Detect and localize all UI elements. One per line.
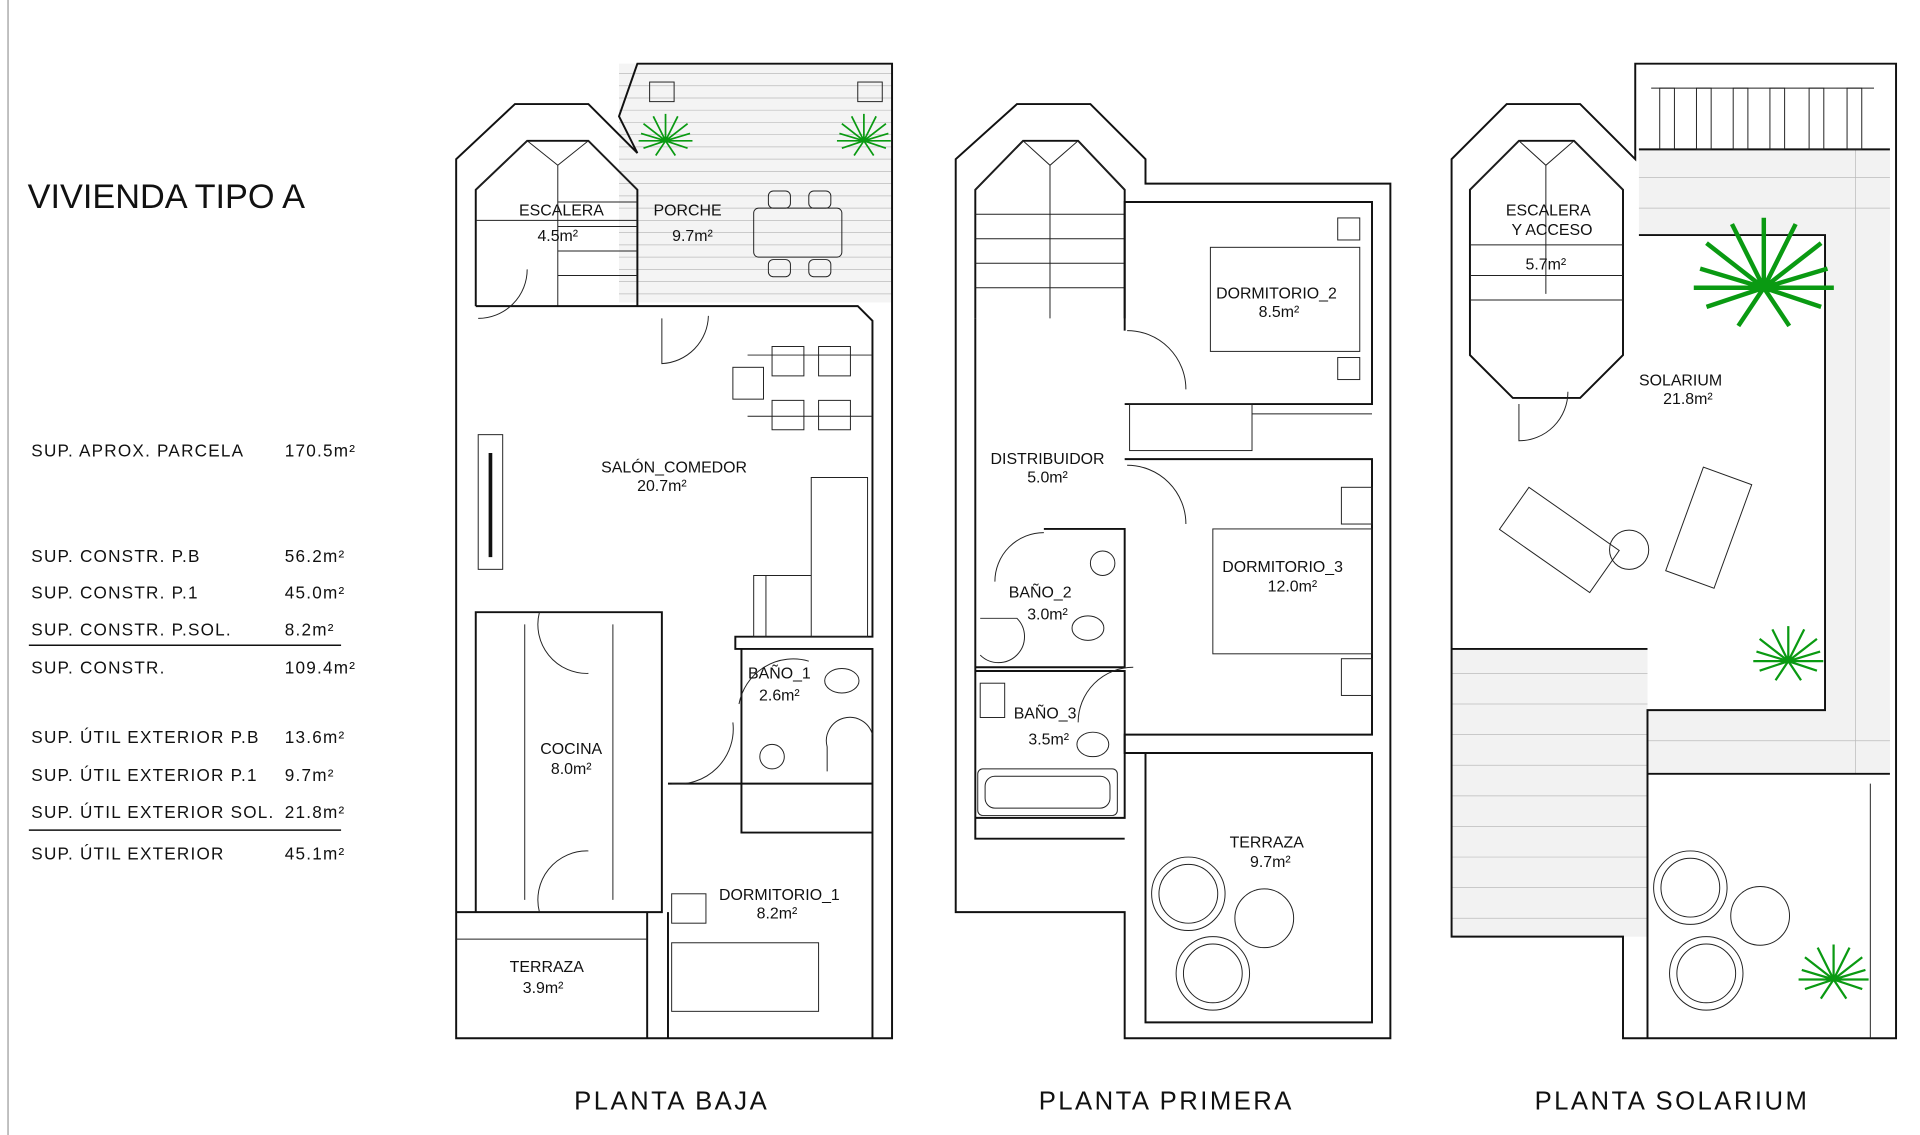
surface-value: 45.0m² — [285, 583, 346, 603]
room-label: BAÑO_2 — [1009, 582, 1072, 601]
room-area: 5.7m² — [1526, 256, 1567, 273]
room-area: 8.5m² — [1259, 304, 1300, 321]
room-area: 4.5m² — [537, 228, 578, 245]
surface-label: SUP. CONSTR. P.1 — [31, 583, 198, 603]
room-label: BAÑO_1 — [748, 663, 811, 682]
surface-label: SUP. CONSTR. P.B — [31, 546, 200, 566]
room-label: Y ACCESO — [1511, 222, 1592, 239]
page-title: VIVIENDA TIPO A — [28, 178, 306, 216]
room-area: 9.7m² — [1250, 854, 1291, 871]
plan-title: PLANTA BAJA — [574, 1087, 769, 1115]
surface-value: 109.4m² — [285, 657, 356, 677]
room-area: 2.6m² — [759, 687, 800, 704]
room-label: DISTRIBUIDOR — [991, 451, 1105, 468]
surface-value: 13.6m² — [285, 727, 346, 747]
surface-value: 45.1m² — [285, 844, 346, 864]
room-area: 9.7m² — [672, 228, 713, 245]
surface-value: 21.8m² — [285, 802, 346, 822]
room-area: 3.5m² — [1028, 731, 1069, 748]
surface-label: SUP. CONSTR. — [31, 657, 165, 677]
room-label: BAÑO_3 — [1014, 704, 1077, 723]
surface-label: SUP. ÚTIL EXTERIOR — [31, 844, 224, 864]
room-label: DORMITORIO_1 — [719, 887, 840, 904]
room-area: 5.0m² — [1027, 469, 1068, 486]
room-label: ESCALERA — [519, 202, 604, 219]
room-label: COCINA — [540, 741, 602, 758]
room-label: SOLARIUM — [1639, 373, 1722, 390]
plan-planta-primera: DORMITORIO_2 8.5m² DISTRIBUIDOR 5.0m² DO… — [954, 103, 1392, 1115]
surface-value: 9.7m² — [285, 765, 335, 785]
room-label: ESCALERA — [1506, 202, 1591, 219]
plan-planta-solarium: ESCALERA Y ACCESO 5.7m² SOLARIUM 21.8m² … — [1450, 62, 1898, 1115]
room-area: 12.0m² — [1268, 578, 1318, 595]
plan-title: PLANTA SOLARIUM — [1535, 1087, 1810, 1115]
surface-value: 170.5m² — [285, 441, 356, 461]
room-area: 20.7m² — [637, 478, 687, 495]
surface-label: SUP. CONSTR. P.SOL. — [31, 619, 232, 639]
room-label: TERRAZA — [510, 959, 585, 976]
room-area: 8.2m² — [757, 905, 798, 922]
room-label: DORMITORIO_2 — [1216, 286, 1337, 303]
surface-label: SUP. ÚTIL EXTERIOR P.B — [31, 727, 259, 747]
surface-value: 8.2m² — [285, 619, 335, 639]
room-area: 21.8m² — [1663, 391, 1713, 408]
surface-label: SUP. APROX. PARCELA — [31, 441, 244, 461]
plan-planta-baja: ESCALERA 4.5m² PORCHE 9.7m² SALÓN_COMEDO… — [455, 62, 894, 1115]
room-label: TERRAZA — [1230, 834, 1305, 851]
room-label: SALÓN_COMEDOR — [601, 458, 747, 477]
surface-table: SUP. APROX. PARCELA 170.5m² SUP. CONSTR.… — [28, 441, 356, 864]
room-area: 3.9m² — [523, 980, 564, 997]
room-label: DORMITORIO_3 — [1222, 559, 1343, 576]
room-area: 3.0m² — [1027, 607, 1068, 624]
plan-title: PLANTA PRIMERA — [1039, 1087, 1294, 1115]
surface-value: 56.2m² — [285, 546, 346, 566]
surface-label: SUP. ÚTIL EXTERIOR SOL. — [31, 802, 274, 822]
surface-label: SUP. ÚTIL EXTERIOR P.1 — [31, 765, 257, 785]
room-label: PORCHE — [654, 202, 722, 219]
room-area: 8.0m² — [551, 761, 592, 778]
